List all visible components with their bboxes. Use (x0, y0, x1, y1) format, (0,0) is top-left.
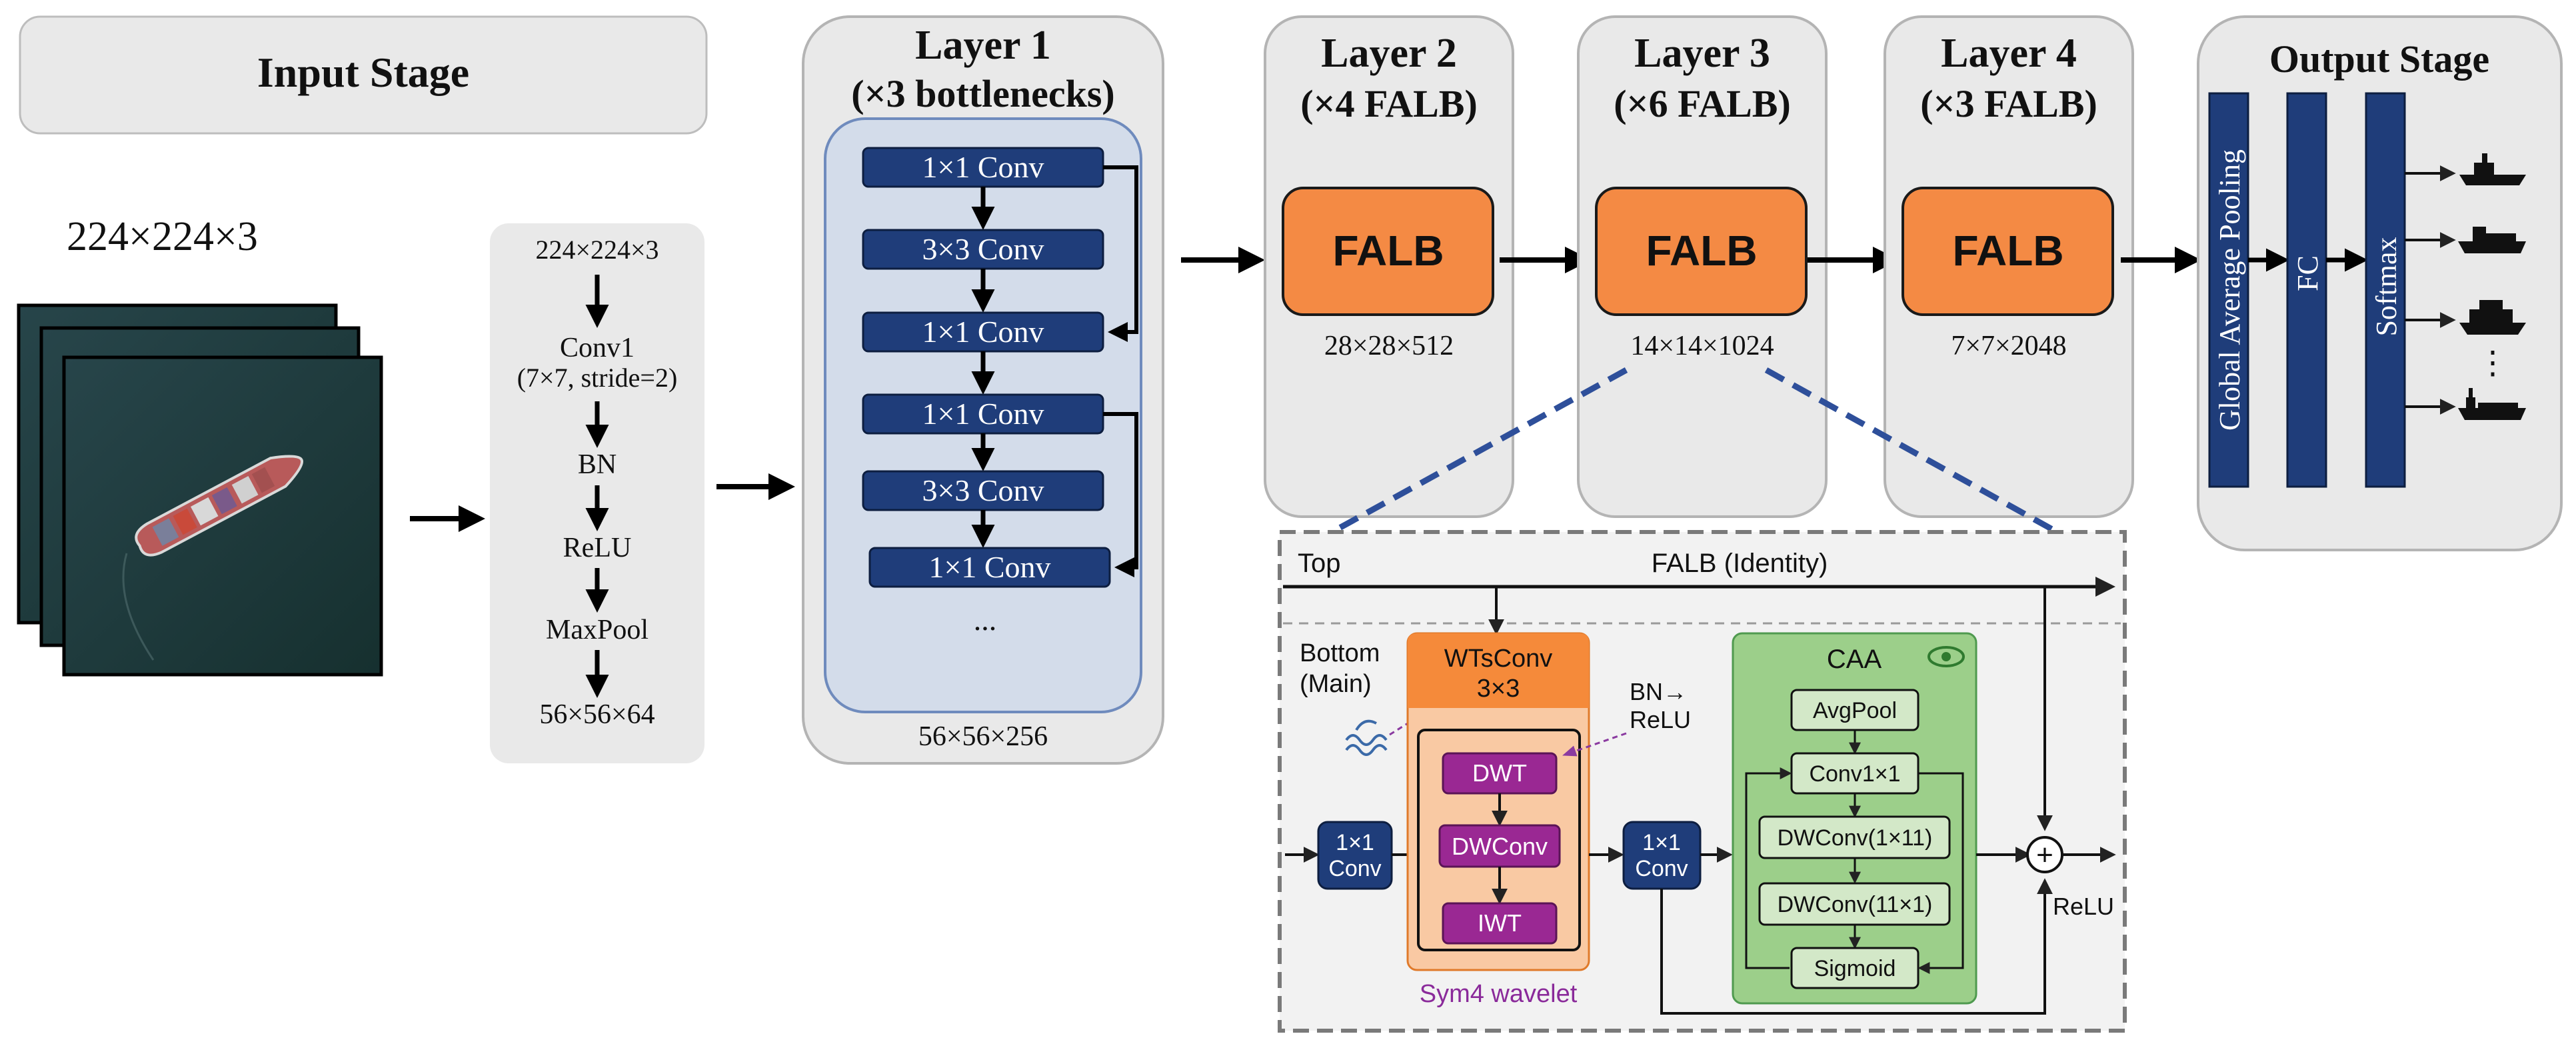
falb-bottom-label: Bottom (1300, 639, 1380, 667)
layer3-title: Layer 3 (1634, 31, 1770, 76)
caa-loop-right (1918, 772, 1964, 974)
bn-relu-label-1: BN→ (1630, 678, 1687, 705)
wtsconv-title: WTsConv (1444, 645, 1553, 673)
input-stage: Input Stage 224×224×3 224×224×3 Conv1 (17, 15, 708, 763)
layer2-title: Layer 2 (1321, 31, 1457, 76)
layer1-conv-6 (868, 547, 1111, 588)
layer1-subtitle: (×3 bottlenecks) (851, 72, 1115, 115)
stem-conv1: Conv1 (560, 333, 635, 363)
layer1-size: 56×56×256 (918, 721, 1048, 752)
stem-relu: ReLU (563, 533, 632, 563)
sum-symbol: + (2036, 839, 2053, 871)
layer4-falb-block (1902, 187, 2114, 316)
gap-bar (2208, 92, 2249, 488)
layer3-falb-block (1595, 187, 1808, 316)
layer1-conv-5-label: 3×3 Conv (922, 473, 1044, 507)
layer1-skip-1 (1103, 165, 1138, 342)
layer4-size: 7×7×2048 (1951, 331, 2066, 361)
layer3-subtitle: (×6 FALB) (1614, 82, 1791, 125)
caa-sigmoid-label: Sigmoid (1814, 956, 1896, 981)
falb-conv-in-line1: 1×1 (1336, 830, 1374, 855)
layer1-conv-6-label: 1×1 Conv (928, 550, 1050, 584)
layer1-ellipsis: ... (974, 603, 997, 637)
caa-loop-left (1745, 767, 1792, 855)
layer4-panel: Layer 4 (×3 FALB) FALB 7×7×2048 (1884, 15, 2134, 518)
softmax-bar (2365, 92, 2406, 488)
layer3-panel: Layer 3 (×6 FALB) FALB 14×14×1024 (1577, 15, 1828, 518)
falb-identity-label: FALB (Identity) (1652, 549, 1828, 578)
layer1-title: Layer 1 (915, 23, 1051, 68)
caa-dwconv-1x11-label: DWConv(1×11) (1778, 825, 1933, 851)
zoom-line-right (1764, 367, 2061, 536)
wtsconv-header (1408, 633, 1589, 708)
cargo-ship-icon (2458, 227, 2526, 253)
ship-ellipsis: ⋮ (2477, 345, 2509, 381)
layer2-falb-block (1282, 187, 1494, 316)
layer2-panel: Layer 2 (×4 FALB) FALB 28×28×512 (1264, 15, 1514, 518)
wavelet-label: Sym4 wavelet (1420, 980, 1578, 1008)
input-image-stack (17, 303, 383, 677)
layer1-panel: Layer 1 (×3 bottlenecks) 1×1 Conv 3×3 Co… (802, 15, 1164, 765)
input-stage-title: Input Stage (257, 49, 469, 96)
iwt-label: IWT (1478, 909, 1522, 937)
falb-conv-in-line2: Conv (1328, 856, 1381, 881)
wtsconv-inner-frame (1417, 729, 1581, 951)
layer2-subtitle: (×4 FALB) (1300, 82, 1478, 125)
softmax-label: Softmax (2370, 237, 2403, 336)
layer1-conv-1-label: 1×1 Conv (922, 150, 1044, 184)
falb-conv-mid-line1: 1×1 (1642, 830, 1681, 855)
stem-output-size: 56×56×64 (539, 699, 654, 730)
bn-relu-label-2: ReLU (1630, 706, 1691, 733)
layer1-conv-4-label: 1×1 Conv (922, 397, 1044, 431)
warship-icon (2459, 153, 2526, 185)
fc-label: FC (2291, 255, 2324, 291)
layer3-falb-label: FALB (1646, 227, 1757, 275)
eye-icon (1928, 646, 1965, 667)
stem-maxpool: MaxPool (546, 615, 648, 645)
layer3-size: 14×14×1024 (1630, 331, 1774, 361)
layer1-conv-2-label: 3×3 Conv (922, 232, 1044, 266)
cruise-ship-icon (2459, 300, 2526, 335)
gap-label: Global Average Pooling (2213, 149, 2246, 431)
layer1-skip-2 (1103, 412, 1138, 577)
caa-loop-left-bottom (1745, 855, 1790, 969)
caa-title: CAA (1827, 645, 1882, 674)
tanker-icon (2458, 388, 2526, 420)
caa-conv1x1-label: Conv1×1 (1809, 761, 1900, 787)
caa-avgpool-label: AvgPool (1813, 698, 1897, 723)
fc-bar (2286, 92, 2327, 488)
relu-out-label: ReLU (2053, 893, 2114, 920)
iwt-block (1442, 902, 1558, 945)
stem-conv1-params: (7×7, stride=2) (517, 363, 678, 393)
ship-image (135, 455, 304, 557)
falb-conv-mid-line2: Conv (1635, 856, 1688, 881)
output-stage-title: Output Stage (2269, 37, 2489, 81)
layer4-title: Layer 4 (1941, 31, 2077, 76)
input-stage-title-box (19, 15, 708, 135)
output-stage: Output Stage Global Average Pooling FC S… (2197, 15, 2563, 551)
stem-bn: BN (578, 449, 617, 480)
ship-class-icons: ⋮ (2405, 153, 2526, 420)
wave-icon (1345, 719, 1388, 756)
layer2-falb-label: FALB (1332, 227, 1444, 275)
layer2-size: 28×28×512 (1324, 331, 1454, 361)
layer4-falb-label: FALB (1952, 227, 2063, 275)
layer1-conv-3-label: 1×1 Conv (922, 315, 1044, 349)
dwconv-label: DWConv (1452, 833, 1548, 860)
layer4-subtitle: (×3 FALB) (1920, 82, 2097, 125)
wtsconv-kernel: 3×3 (1477, 675, 1520, 703)
falb-mid-residual (1660, 878, 2053, 1015)
dwt-label: DWT (1472, 759, 1527, 787)
input-image-size: 224×224×3 (67, 214, 258, 259)
caa-dwconv-11x1-label: DWConv(11×1) (1778, 892, 1933, 917)
falb-detail: Top FALB (Identity) Bottom (Main) 1×1 Co… (1278, 530, 2127, 1033)
zoom-line-left (1328, 367, 1628, 536)
falb-top-label: Top (1298, 549, 1341, 578)
falb-main-label: (Main) (1300, 670, 1372, 698)
stem-input-size: 224×224×3 (535, 235, 658, 265)
